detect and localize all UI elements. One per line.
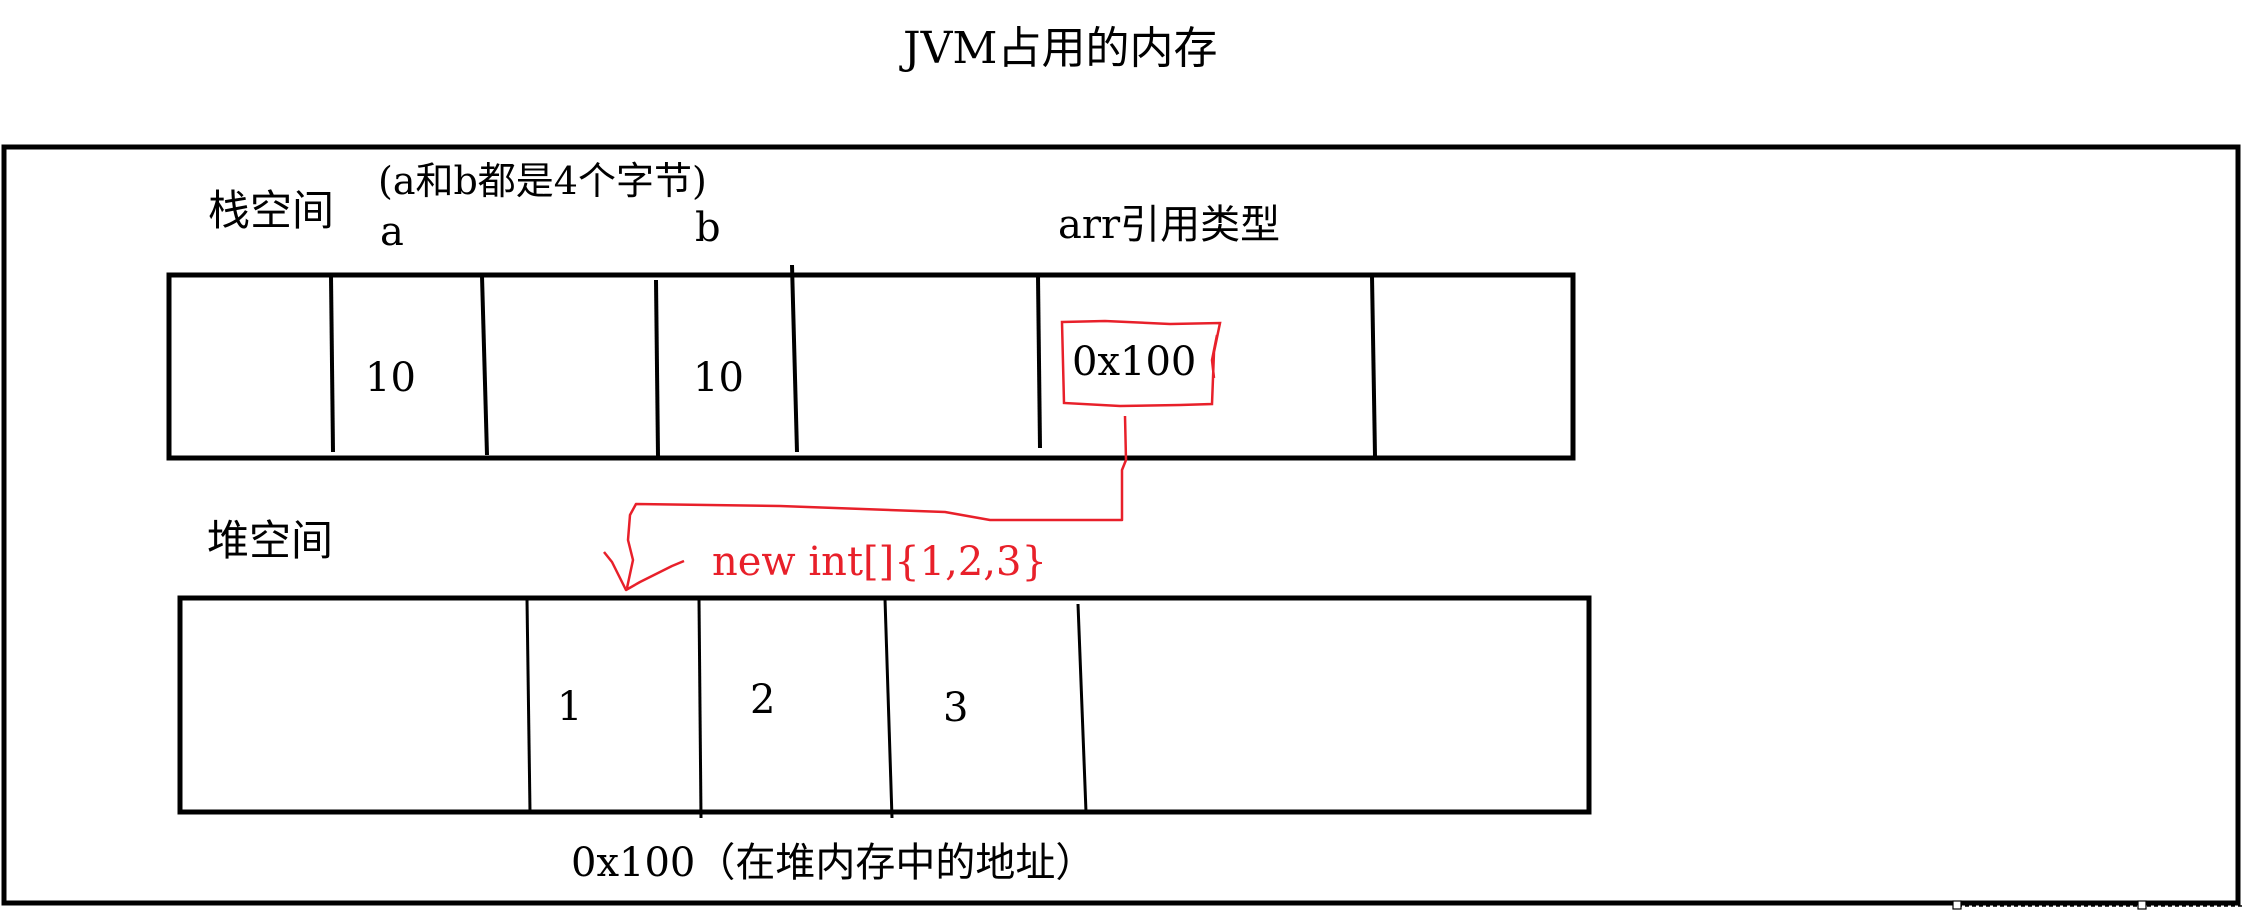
stack-divider: [1036, 275, 1042, 449]
heap-divider: [883, 598, 894, 819]
resize-handle[interactable]: [1952, 900, 1962, 910]
heap-element-0: 1: [557, 684, 583, 730]
jvm-memory-frame: [1, 144, 2241, 906]
stack-divider: [329, 275, 335, 453]
reference-arrow-line: [625, 415, 1128, 589]
stack-box: [166, 264, 1576, 461]
allocation-expression: new int[]{1,2,3}: [712, 539, 1047, 585]
arrow-head-icon: [603, 551, 685, 592]
diagram-title: JVM占用的内存: [903, 23, 1218, 74]
heap-element-2: 3: [943, 685, 969, 731]
stack-space-label: 栈空间: [208, 186, 335, 235]
heap-space-label: 堆空间: [207, 516, 334, 565]
stack-size-note: (a和b都是4个字节): [378, 159, 707, 203]
stack-cell-a-value: 10: [365, 355, 416, 401]
stack-divider: [654, 279, 660, 457]
heap-element-1: 2: [750, 677, 776, 723]
heap-divider: [1076, 603, 1088, 813]
var-b-label: b: [695, 205, 721, 251]
stack-cell-b-value: 10: [693, 355, 744, 401]
stack-divider: [790, 264, 799, 453]
heap-divider: [525, 598, 532, 813]
heap-divider: [697, 598, 703, 819]
stack-divider: [480, 275, 489, 456]
arr-ref-type-label: arr引用类型: [1058, 202, 1281, 248]
heap-box: [177, 595, 1592, 819]
ref-highlight-squiggle: [1210, 334, 1219, 379]
resize-handle[interactable]: [2137, 900, 2147, 910]
heap-address-caption: 0x100（在堆内存中的地址）: [571, 840, 1096, 886]
selection-handles[interactable]: [1952, 900, 2245, 910]
stack-divider: [1370, 275, 1377, 457]
var-a-label: a: [380, 209, 404, 255]
stack-cell-arr-value: 0x100: [1072, 339, 1197, 385]
